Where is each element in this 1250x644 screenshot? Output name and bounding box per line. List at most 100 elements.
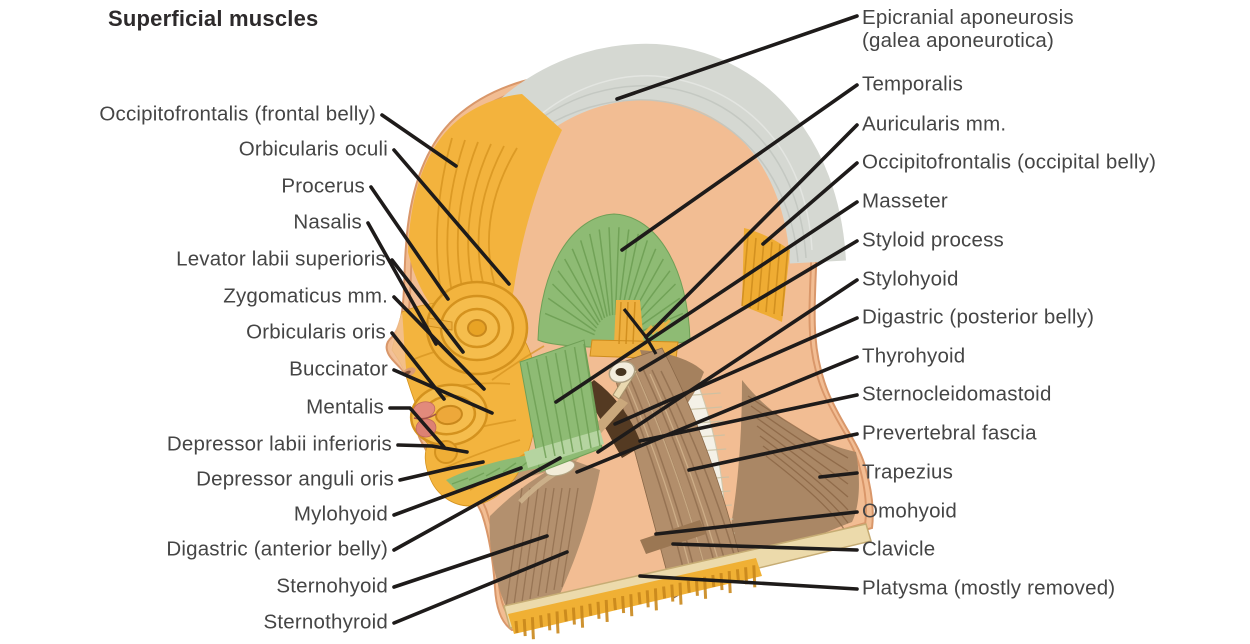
leader-line: [654, 510, 859, 536]
muscle-fiber-stroke: [530, 617, 535, 640]
muscle-fiber-stroke: [638, 324, 654, 340]
muscle-fiber-stroke: [678, 582, 683, 605]
muscle-fiber-stroke: [759, 435, 849, 511]
muscle-fiber-stroke: [741, 235, 749, 307]
muscle-fiber-stroke: [579, 240, 606, 319]
leader-line: [392, 534, 549, 589]
muscle-fiber-stroke: [529, 487, 547, 600]
leader-line: [392, 550, 569, 625]
muscle-fiber-stroke: [557, 270, 599, 326]
muscle-fiber-stroke: [642, 368, 719, 577]
muscle-fiber-stroke: [535, 358, 556, 457]
muscle-fiber-stroke: [608, 227, 614, 316]
label-styloid-process: Styloid process: [862, 228, 1005, 252]
muscle-fiber-stroke: [765, 241, 773, 313]
muscle-fiber-stroke: [451, 477, 469, 485]
label-auricularis-mm: Auricularis mm.: [862, 112, 1007, 136]
muscle-fiber-stroke: [621, 595, 626, 614]
leader-line: [390, 258, 465, 354]
muscle-fiber-stroke: [653, 588, 658, 611]
facial-muscle-mass: [391, 280, 554, 507]
label-temporalis: Temporalis: [862, 72, 964, 96]
muscle-fiber-stroke: [485, 467, 501, 477]
muscle-fiber-stroke: [561, 487, 579, 588]
muscle-fiber-stroke: [694, 578, 699, 596]
muscle-fiber-stroke: [439, 439, 521, 471]
muscle-fiber-stroke: [564, 349, 583, 451]
leader-line: [620, 83, 859, 252]
label-orbicularis-oculi: Orbicularis oculi: [238, 137, 388, 161]
muscle-fiber-stroke: [618, 301, 622, 345]
muscle-fiber-stroke: [662, 586, 667, 599]
label-procerus: Procerus: [281, 174, 365, 198]
muscle-fiber-stroke: [555, 611, 560, 634]
label-occipitofrontalis-occipital-belly: Occipitofrontalis (occipital belly): [862, 150, 1157, 174]
muscle-fiber-stroke: [521, 487, 539, 603]
muscle-fiber-stroke: [762, 445, 849, 524]
muscle-fiber-stroke: [645, 590, 650, 608]
label-masseter: Masseter: [862, 189, 948, 213]
muscle-fiber-stroke: [553, 487, 571, 591]
leader-line: [380, 113, 458, 168]
label-depressor-labii-inferioris: Depressor labii inferioris: [166, 432, 392, 456]
muscle-fiber-stroke: [545, 487, 563, 594]
muscle-fiber-stroke: [649, 373, 723, 575]
leader-line: [398, 460, 485, 482]
muscle-fiber-stroke: [551, 283, 598, 329]
leader-line: [392, 368, 494, 415]
muscle-fiber-stroke: [563, 609, 568, 622]
muscle-fiber-stroke: [637, 592, 642, 605]
mentalis-muscle: [434, 440, 458, 464]
muscle-fiber-stroke: [526, 361, 547, 459]
label-stylohyoid: Stylohyoid: [862, 267, 959, 291]
muscle-fiber-stroke: [656, 318, 672, 334]
muscle-fiber-stroke: [522, 618, 527, 637]
label-platysma-mostly-removed: Platysma (mostly removed): [862, 576, 1116, 600]
muscle-fiber-stroke: [629, 594, 634, 617]
leader-line: [596, 278, 859, 454]
muscle-fiber-stroke: [635, 372, 709, 580]
muscle-fiber-stroke: [580, 605, 585, 628]
muscle-fiber-stroke: [621, 371, 695, 585]
label-clavicle: Clavicle: [862, 537, 936, 561]
leader-line: [687, 432, 859, 472]
leader-line: [392, 295, 486, 391]
label-trapezius: Trapezius: [862, 460, 954, 484]
label-mylohyoid: Mylohyoid: [293, 502, 388, 526]
muscle-fiber-stroke: [571, 607, 576, 625]
muscle-fiber-stroke: [660, 370, 739, 569]
muscle-fiber-stroke: [756, 425, 849, 498]
leader-line: [392, 466, 523, 517]
label-depressor-anguli-oris: Depressor anguli oris: [196, 467, 394, 491]
muscle-fiber-stroke: [514, 620, 519, 634]
label-orbicularis-oris: Orbicularis oris: [246, 320, 386, 344]
muscle-fiber-stroke: [624, 366, 699, 585]
label-buccinator: Buccinator: [289, 357, 388, 381]
muscle-fiber-stroke: [596, 601, 601, 619]
leader-line: [638, 574, 859, 591]
muscle-fiber-stroke: [537, 487, 555, 597]
temporalis-tendon: [614, 300, 644, 345]
muscle-fiber-stroke: [615, 365, 689, 589]
muscle-fiber-stroke: [650, 320, 666, 336]
muscle-fiber-stroke: [544, 312, 595, 336]
muscle-fiber-stroke: [588, 233, 608, 317]
label-sternohyoid: Sternohyoid: [276, 574, 388, 598]
muscle-fiber-stroke: [547, 613, 552, 631]
muscle-fiber-stroke: [571, 248, 603, 321]
leader-line: [392, 456, 562, 552]
label-epicranial-aponeurosis-galea-aponeurotica: Epicranial aponeurosis (galea aponeuroti…: [862, 6, 1074, 52]
label-levator-labii-superioris: Levator labii superioris: [176, 247, 386, 271]
muscle-fiber-stroke: [513, 487, 531, 606]
muscle-fiber-stroke: [747, 395, 849, 459]
leader-line: [613, 316, 859, 426]
leader-line: [644, 123, 859, 339]
leader-line: [369, 185, 450, 301]
leader-line: [818, 471, 859, 479]
muscle-fiber-stroke: [573, 346, 592, 449]
muscle-fiber-stroke: [598, 229, 611, 316]
muscle-fiber-stroke: [612, 597, 617, 611]
label-omohyoid: Omohyoid: [862, 499, 958, 523]
